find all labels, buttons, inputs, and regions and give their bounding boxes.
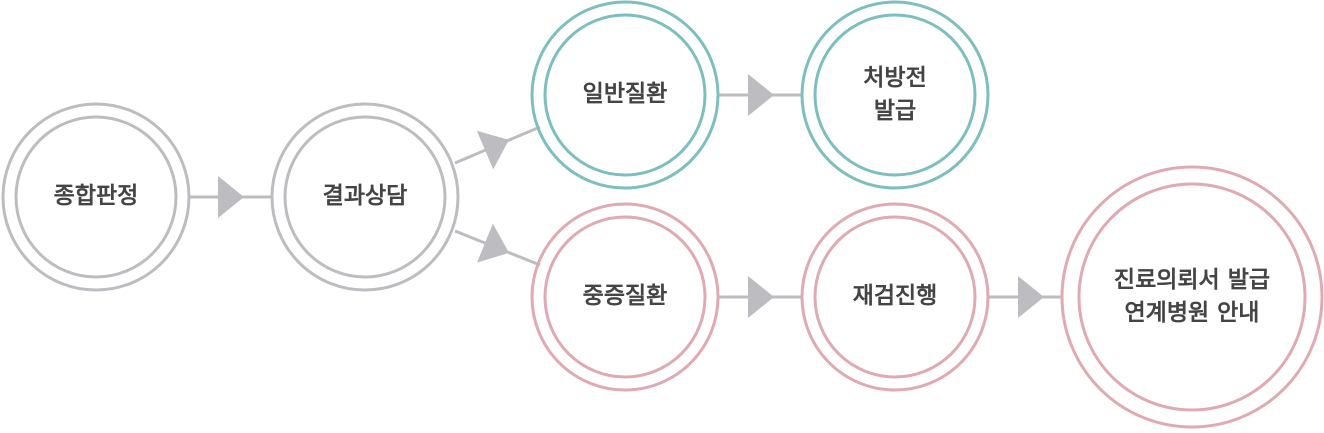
arrow-head-1 — [218, 176, 244, 218]
node-general-disease — [530, 0, 720, 190]
node-general-review — [1, 102, 191, 292]
node-result-consult — [270, 102, 460, 292]
node-serious-disease — [530, 202, 720, 392]
node-prescription — [800, 0, 990, 190]
node-reexam — [800, 202, 990, 392]
arrow-head-3 — [477, 223, 510, 263]
arrow-head-4 — [748, 74, 774, 116]
arrow-head-6 — [1018, 276, 1044, 318]
arrow-head-5 — [748, 276, 774, 318]
node-referral — [1060, 165, 1324, 429]
arrow-head-2 — [476, 130, 509, 170]
